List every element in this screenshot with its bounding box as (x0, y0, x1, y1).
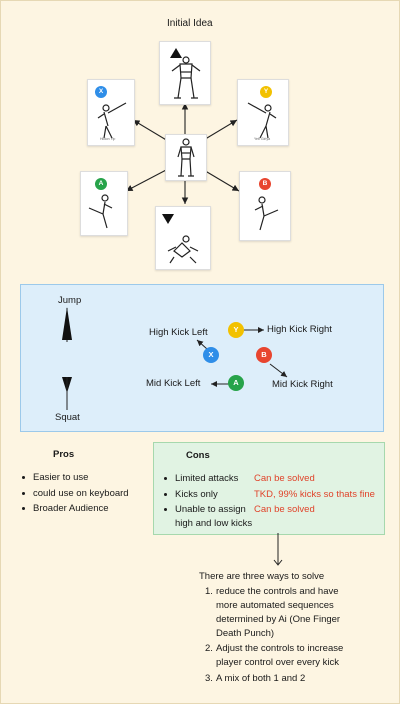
mid-kick-right-figure (254, 196, 279, 231)
b-kick-card: B (239, 171, 291, 241)
cons-item: Limited attacks (163, 473, 239, 484)
high-kick-left-label: High Kick Left (149, 327, 208, 338)
solution-line: Death Punch) (216, 628, 275, 639)
panel-b-button: B (256, 347, 272, 363)
cons-note: TKD, 99% kicks so thats fine (254, 489, 375, 500)
y-kick-card: Y Yeb Giriya (237, 79, 289, 146)
x-to-left-arrow (196, 339, 208, 350)
cons-note: Can be solved (254, 473, 315, 484)
solution-line: determined by Ai (One Finger (216, 614, 341, 625)
jump-label: Jump (58, 295, 82, 306)
neutral-stance-figure (177, 138, 195, 177)
solutions-intro: There are three ways to solve (199, 571, 325, 582)
radial-arrows (125, 103, 240, 204)
b-button: B (259, 178, 271, 190)
mid-kick-left-label: Mid Kick Left (146, 378, 201, 389)
solution-line: reduce the controls and have (216, 586, 339, 597)
x-button: X (95, 86, 107, 98)
squat-label: Squat (55, 412, 80, 423)
cons-note: Can be solved (254, 504, 315, 515)
solution-line: A mix of both 1 and 2 (216, 673, 306, 684)
cons-item: Kicks only (164, 489, 218, 500)
solution-number: 2. (205, 643, 213, 654)
high-kick-right-label: High Kick Right (267, 324, 332, 335)
neutral-stance-card (165, 134, 207, 181)
controls-panel: Jump Squat High Kick Left High Kick Righ… (20, 284, 384, 432)
cons-item: Unable to assign (164, 504, 246, 515)
arrow-up-right (201, 119, 238, 142)
b-to-right-arrow (269, 363, 288, 378)
pros-heading: Pros (53, 449, 75, 460)
arrow-down-left (125, 168, 169, 192)
controls-arrows (62, 307, 288, 410)
panel-a-button: A (228, 375, 244, 391)
high-kick-left-figure (97, 102, 127, 139)
y-button: Y (260, 86, 272, 98)
board-title: Initial Idea (167, 18, 213, 29)
pros-item: Easier to use (21, 472, 89, 483)
squat-figure (167, 235, 199, 264)
jump-arrow-icon (62, 307, 72, 340)
y-card-caption: Yeb Giriya (254, 137, 271, 141)
jump-card (159, 41, 211, 105)
panel-y-button: Y (228, 322, 244, 338)
down-triangle-icon (162, 214, 174, 224)
a-kick-card: A (80, 171, 128, 236)
solution-line: more automated sequences (216, 600, 334, 611)
pros-item: could use on keyboard (22, 488, 129, 499)
arrow-down-right (201, 168, 240, 192)
high-kick-right-figure (247, 102, 277, 139)
x-card-caption: Hillion Yip (100, 137, 116, 141)
solution-number: 3. (205, 673, 213, 684)
solution-line: player control over every kick (216, 657, 340, 668)
solutions-arrow (273, 533, 283, 566)
panel-x-button: X (203, 347, 219, 363)
cons-panel: Cons Limited attacks Kicks only Unable t… (153, 442, 385, 535)
mid-kick-left-figure (88, 194, 113, 229)
a-button: A (95, 178, 107, 190)
mid-kick-right-label: Mid Kick Right (272, 379, 333, 390)
cons-item-continuation: high and low kicks (175, 518, 253, 529)
arrow-up-left (132, 119, 169, 142)
pros-item: Broader Audience (22, 503, 109, 514)
jump-figure (171, 56, 201, 99)
cons-heading: Cons (186, 450, 210, 461)
solution-line: Adjust the controls to increase (216, 643, 344, 654)
squat-card (155, 206, 211, 270)
x-kick-card: X Hillion Yip (87, 79, 135, 146)
up-triangle-icon (170, 48, 182, 58)
solution-number: 1. (205, 586, 213, 597)
